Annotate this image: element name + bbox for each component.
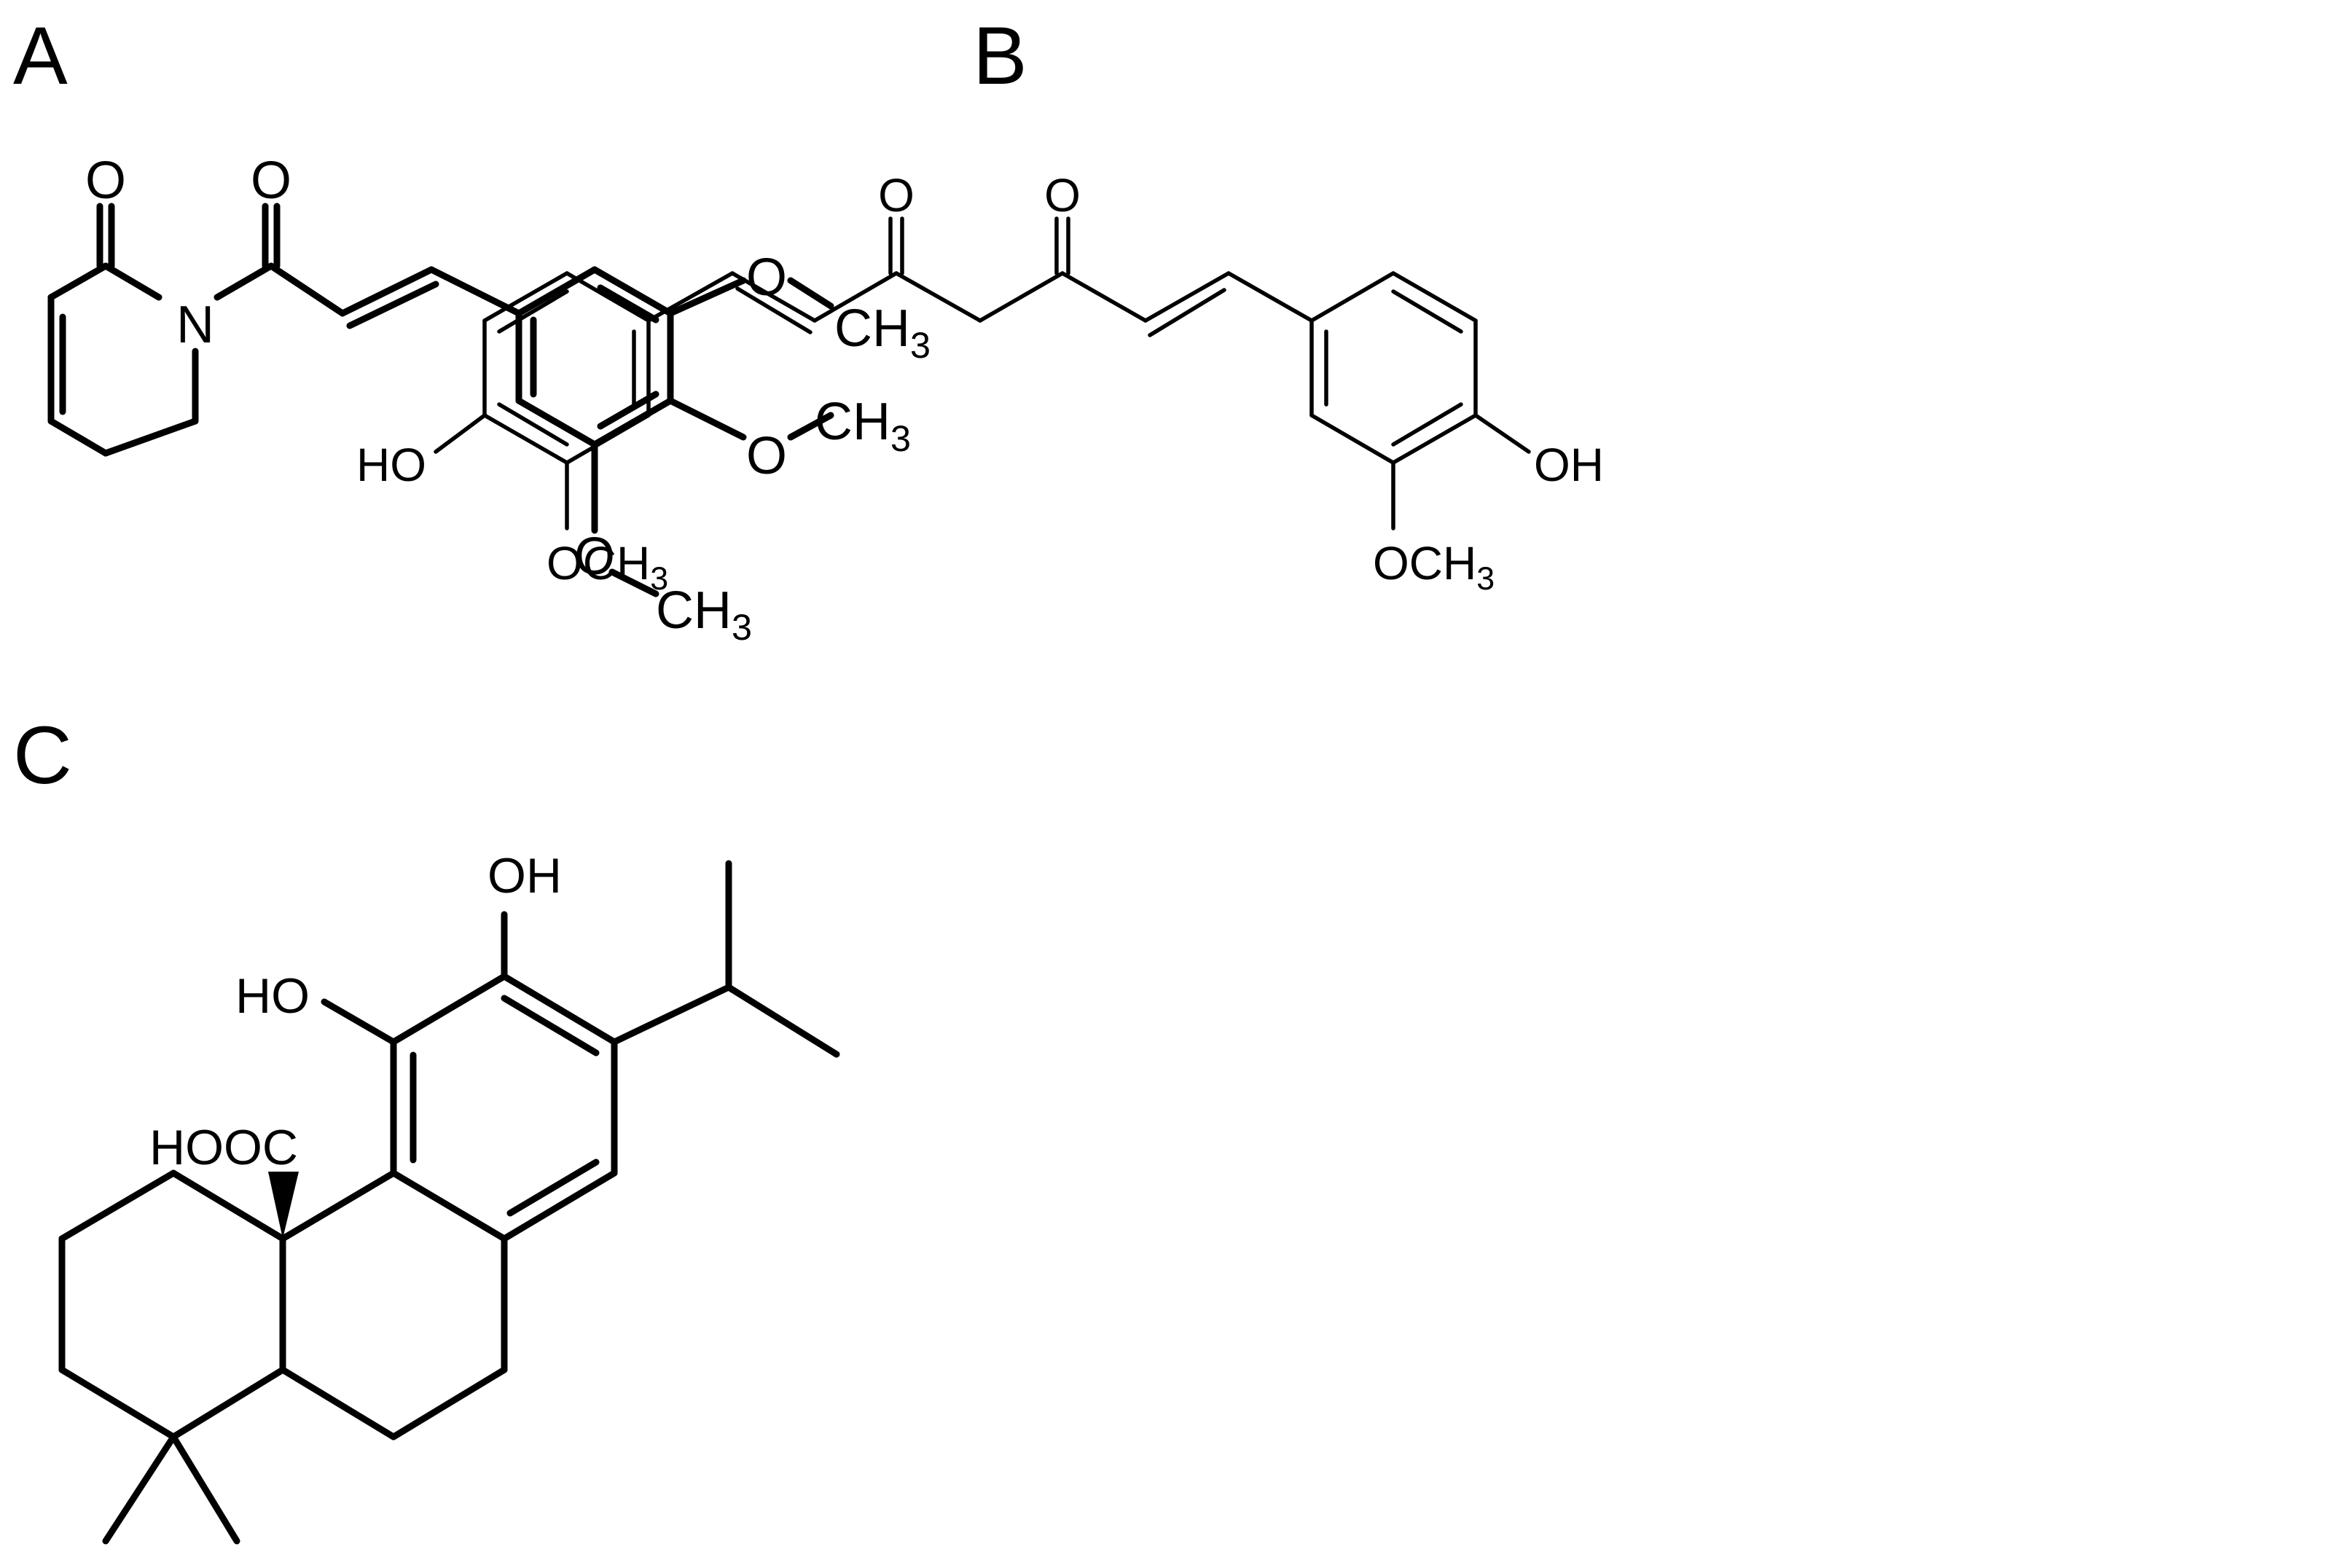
atom-label: OCH3: [547, 537, 668, 597]
bond: [214, 262, 275, 301]
bond: [346, 281, 439, 329]
bond: [58, 1366, 177, 1440]
bond: [787, 412, 834, 441]
atom-label: O: [1044, 169, 1081, 222]
bond: [506, 1159, 600, 1217]
atom-label: HOOC: [149, 1120, 298, 1175]
atom-label: HO: [235, 968, 310, 1024]
bond: [1391, 402, 1463, 447]
bond: [667, 277, 747, 317]
bond: [1391, 271, 1478, 323]
bond: [611, 984, 732, 1046]
atom-label: CH3: [815, 393, 911, 459]
bond: [482, 413, 569, 465]
bond: [501, 995, 600, 1057]
bond: [170, 1169, 286, 1242]
bond: [501, 1169, 618, 1242]
bond: [730, 271, 817, 323]
bond: [515, 397, 598, 448]
atom-label: O: [85, 152, 126, 210]
bond: [390, 973, 508, 1046]
bond: [47, 418, 109, 457]
bond: [565, 413, 651, 465]
bond: [482, 271, 569, 323]
bond: [279, 1366, 397, 1440]
bond: [608, 568, 659, 597]
atom-label: CH3: [656, 581, 752, 648]
atom-label: HO: [356, 439, 426, 491]
atom-label: O: [574, 528, 615, 586]
atom-label: CH3: [834, 299, 931, 366]
bond: [58, 1169, 177, 1242]
bond: [339, 266, 435, 317]
bond: [1226, 271, 1314, 323]
bond: [591, 266, 674, 317]
bond: [667, 397, 747, 441]
bond: [1473, 413, 1531, 454]
bond: [894, 271, 982, 323]
bond: [497, 289, 569, 334]
panel-b-bonds: [434, 216, 1531, 530]
bond: [1143, 271, 1231, 323]
bond: [597, 284, 659, 324]
bond: [390, 1169, 508, 1242]
panel-a-bonds: [47, 203, 834, 597]
bond: [1309, 413, 1395, 465]
bond: [428, 266, 522, 317]
atom-label: O: [746, 427, 787, 485]
panel-a: A: [13, 10, 931, 648]
panel-a-atoms: O O N O CH3 O CH3 O CH3: [85, 152, 931, 648]
panel-c-bonds: [58, 860, 840, 1545]
bond: [565, 271, 651, 323]
panel-b-label: B: [973, 10, 1027, 101]
panel-c-atoms: OH HO HOOC: [149, 848, 562, 1175]
bond: [102, 262, 162, 301]
bond: [47, 262, 109, 301]
atom-label: OH: [487, 848, 562, 903]
bond: [1060, 271, 1148, 323]
wedge-bond: [268, 1172, 299, 1239]
bond: [102, 1433, 177, 1545]
bond: [321, 998, 397, 1046]
bond: [390, 1366, 508, 1440]
panel-c-label: C: [13, 710, 72, 801]
atom-label: OCH3: [1373, 537, 1495, 597]
bond: [497, 402, 569, 447]
bond: [1391, 413, 1478, 465]
bond: [170, 1433, 240, 1545]
bond: [515, 266, 598, 317]
atom-label: O: [878, 169, 915, 222]
bond: [1148, 288, 1226, 337]
bond: [501, 973, 618, 1046]
atom-label: OH: [1534, 439, 1604, 491]
bond: [434, 413, 487, 454]
bond: [735, 286, 812, 334]
bond: [102, 418, 199, 457]
bond: [1391, 289, 1463, 334]
bond: [787, 277, 834, 310]
bond: [978, 271, 1065, 323]
panel-a-label: A: [13, 10, 68, 101]
bond: [725, 984, 840, 1058]
bond: [267, 262, 346, 317]
panel-b: B: [356, 10, 1604, 597]
bond: [279, 1169, 397, 1242]
atom-label: N: [176, 296, 214, 354]
bond: [812, 271, 898, 323]
atom-label: O: [251, 152, 291, 210]
panel-b-atoms: O O HO OCH3 OH OCH3: [356, 169, 1604, 597]
bond: [646, 271, 735, 323]
bond: [170, 1366, 286, 1440]
bond: [1309, 271, 1395, 323]
panel-c: C: [13, 710, 840, 1545]
